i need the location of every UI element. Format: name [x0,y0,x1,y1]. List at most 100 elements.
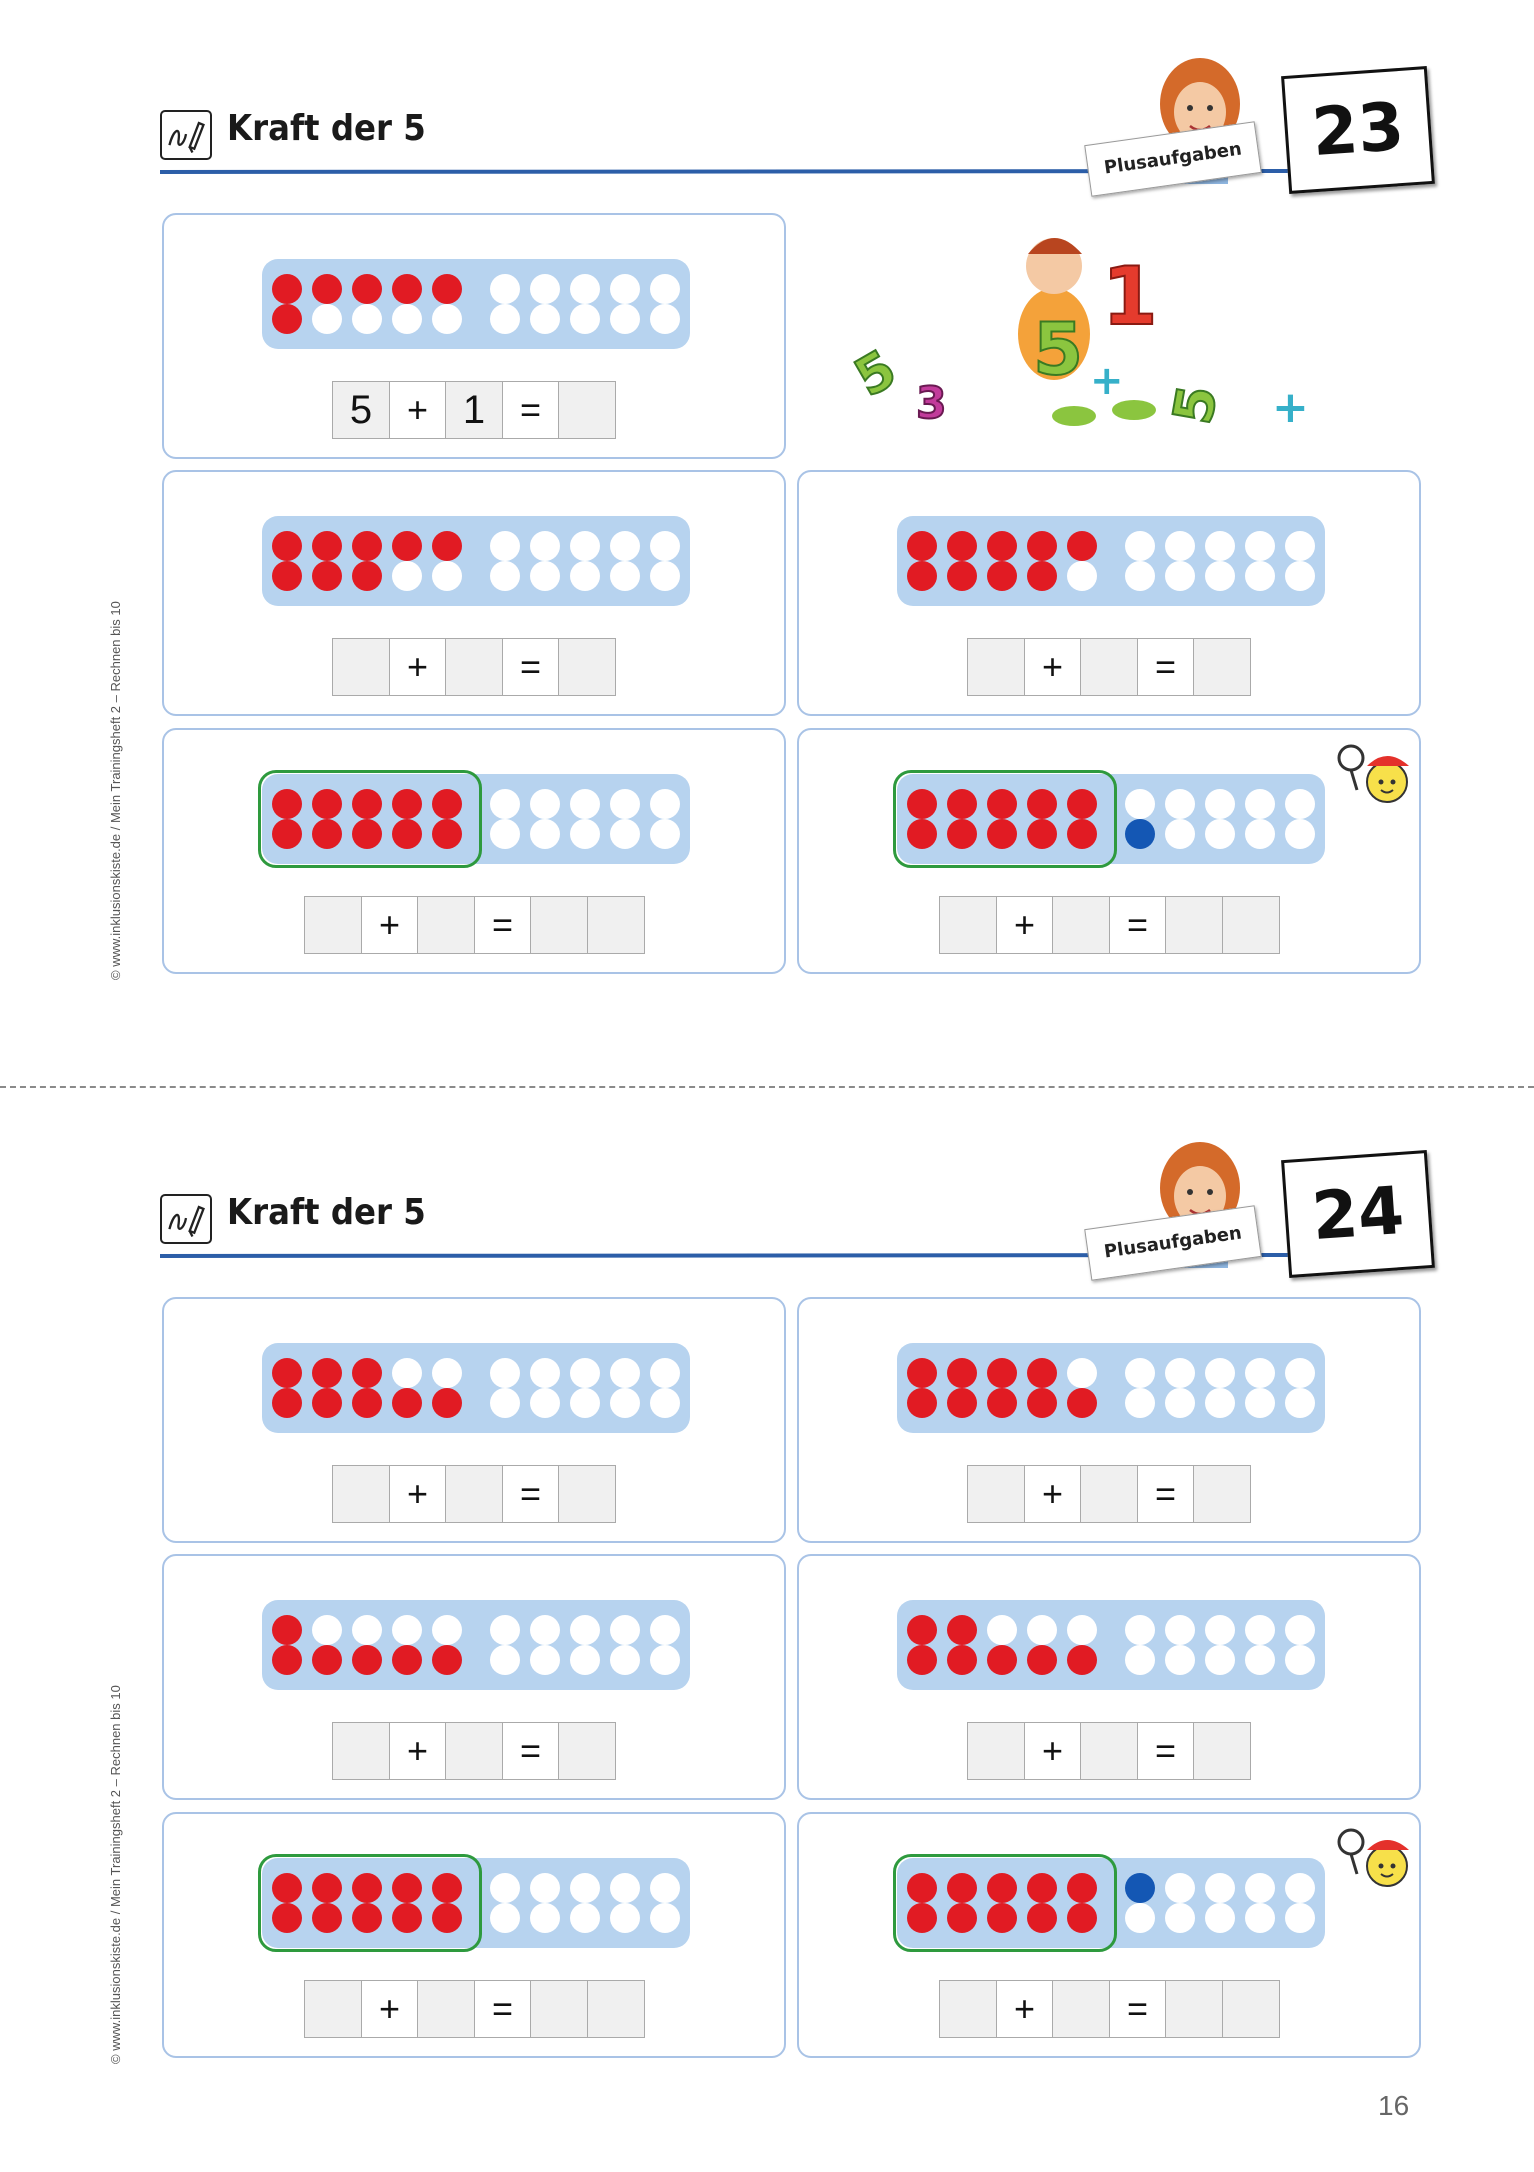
answer-box[interactable] [304,1980,362,2038]
ten-frame [897,516,1325,606]
plus-sign: + [388,638,447,696]
counter-red [312,1358,342,1388]
counter-empty [1245,1645,1275,1675]
counter-empty [1205,1903,1235,1933]
equation-boxes: += [967,1722,1251,1780]
counter-empty [490,1388,520,1418]
counter-red [392,1388,422,1418]
counter-empty [1285,789,1315,819]
answer-box[interactable] [1221,1980,1280,2038]
plus-sign: + [388,1722,447,1780]
counter-red [272,1388,302,1418]
answer-box[interactable] [445,1465,503,1523]
answer-box[interactable] [417,896,475,954]
counter-empty [1205,819,1235,849]
answer-box[interactable] [1052,1980,1110,2038]
answer-box[interactable] [332,638,390,696]
counter-red [1067,531,1097,561]
worksheet-number: 24 [1281,1150,1435,1278]
answer-box[interactable] [967,1722,1025,1780]
answer-box[interactable] [558,381,616,439]
counter-empty [1125,789,1155,819]
equals-sign: = [1108,1980,1167,2038]
counter-red [272,819,302,849]
answer-box[interactable] [1221,896,1280,954]
counter-red [947,1388,977,1418]
counter-red [907,789,937,819]
counter-empty [1285,1358,1315,1388]
counter-empty [1205,561,1235,591]
answer-box[interactable] [1080,1722,1138,1780]
equals-sign: = [473,1980,532,2038]
answer-box[interactable] [332,1722,390,1780]
counter-empty [1125,1388,1155,1418]
counter-empty [1125,1358,1155,1388]
counter-empty [392,1358,422,1388]
counter-red [1027,789,1057,819]
answer-box[interactable] [967,638,1025,696]
counter-blue [1125,819,1155,849]
ten-frame [897,1600,1325,1690]
counter-red [907,561,937,591]
counter-red [392,819,422,849]
counter-empty [1205,1358,1235,1388]
answer-box[interactable] [1080,1465,1138,1523]
ten-frame [258,770,690,868]
cut-line [0,1086,1534,1088]
counter-empty [570,1388,600,1418]
counter-red [907,1903,937,1933]
counter-red [1067,1873,1097,1903]
answer-box[interactable] [530,1980,588,2038]
counter-empty [610,789,640,819]
counter-red [947,531,977,561]
answer-box[interactable] [445,638,503,696]
counter-empty [610,1903,640,1933]
counter-red [987,1873,1017,1903]
answer-box[interactable] [1165,896,1223,954]
ten-frame [262,516,690,606]
ten-frame [262,259,690,349]
counter-red [392,274,422,304]
equation-boxes: += [967,638,1251,696]
counter-empty [1285,1903,1315,1933]
counter-red [352,1873,382,1903]
counter-empty [312,304,342,334]
counter-empty [530,819,560,849]
answer-box[interactable] [304,896,362,954]
answer-box[interactable] [1165,1980,1223,2038]
answer-box[interactable] [1080,638,1138,696]
answer-box[interactable] [939,1980,997,2038]
answer-box[interactable] [1193,638,1251,696]
answer-box[interactable] [1193,1722,1251,1780]
counter-empty [1205,1873,1235,1903]
counter-empty [490,819,520,849]
answer-box[interactable] [586,896,645,954]
answer-box[interactable] [417,1980,475,2038]
plus-sign: + [360,1980,419,2038]
answer-box[interactable] [939,896,997,954]
counter-empty [570,789,600,819]
answer-box[interactable] [445,1722,503,1780]
exercise-card: += [797,1554,1421,1800]
answer-box[interactable] [586,1980,645,2038]
counter-empty [1125,531,1155,561]
counter-empty [490,274,520,304]
answer-box[interactable] [1052,896,1110,954]
counter-red [907,1388,937,1418]
counter-empty [1285,561,1315,591]
answer-box[interactable] [558,1465,616,1523]
answer-box[interactable] [1193,1465,1251,1523]
answer-box[interactable] [967,1465,1025,1523]
answer-box[interactable] [530,896,588,954]
answer-box[interactable]: 1 [445,381,503,439]
answer-box[interactable] [332,1465,390,1523]
answer-box[interactable]: 5 [332,381,390,439]
answer-box[interactable] [558,638,616,696]
counter-red [432,1903,462,1933]
counter-empty [1245,789,1275,819]
counter-red [272,789,302,819]
ten-frame [893,1854,1325,1952]
equation-boxes: += [332,1465,616,1523]
counter-empty [650,1615,680,1645]
answer-box[interactable] [558,1722,616,1780]
